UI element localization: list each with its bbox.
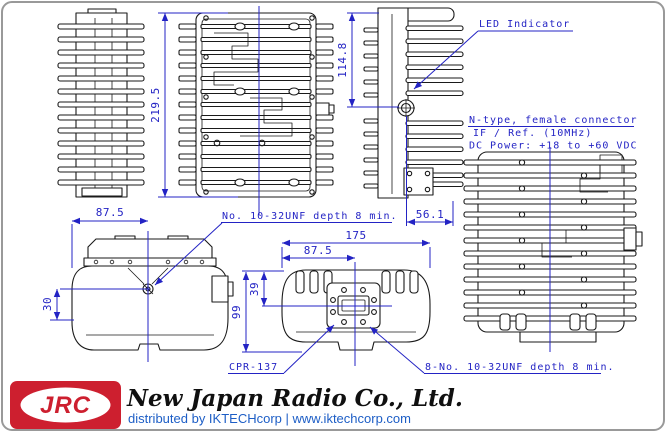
dim-top-screw-offset: 30 (41, 297, 54, 311)
leader-lines (154, 30, 479, 374)
distribution-text: distributed by IKTECHcorp | www.iktechco… (128, 411, 411, 426)
view-rear (463, 151, 643, 343)
label-connector-type: N-type, female connector (469, 115, 638, 126)
label-connector-note: N-type, female connector IF / Ref. (10MH… (468, 115, 638, 152)
dim-flange-center-offset: 39 (248, 282, 261, 296)
dim-side-view-depth: 56.1 (416, 208, 445, 221)
jrc-logo: JRC (10, 381, 121, 429)
view-side-right (363, 7, 464, 199)
dimension-lines (53, 13, 453, 352)
led-indicator-mark (397, 99, 415, 117)
jrc-logo-text: JRC (40, 392, 91, 419)
dim-body-depth: 99 (230, 305, 243, 319)
label-connector-if: IF / Ref. (10MHz) (473, 128, 592, 139)
dim-led-position-height: 114.8 (336, 42, 349, 78)
view-side-left (57, 8, 145, 198)
dim-half-width: 87.5 (304, 244, 333, 257)
label-thread-note-top: No. 10-32UNF depth 8 min. (222, 211, 398, 222)
view-top (71, 235, 234, 351)
label-led-indicator: LED Indicator (479, 19, 570, 30)
dim-overall-height: 219.5 (149, 87, 162, 123)
company-name: New Japan Radio Co., Ltd. (126, 385, 463, 412)
label-connector-power: DC Power: +18 to +60 VDC (469, 141, 638, 152)
jrc-logo-ellipse (20, 387, 111, 423)
front-side-connector (315, 102, 330, 116)
n-type-connector (623, 227, 643, 251)
view-bottom (281, 269, 431, 351)
side-waveguide-flange (403, 167, 434, 196)
dim-overall-width: 175 (345, 229, 366, 242)
label-flange-type: CPR-137 (229, 362, 278, 373)
dim-top-view-width: 87.5 (96, 206, 125, 219)
view-front (178, 12, 335, 198)
label-thread-note-bottom: 8-No. 10-32UNF depth 8 min. (425, 362, 615, 373)
